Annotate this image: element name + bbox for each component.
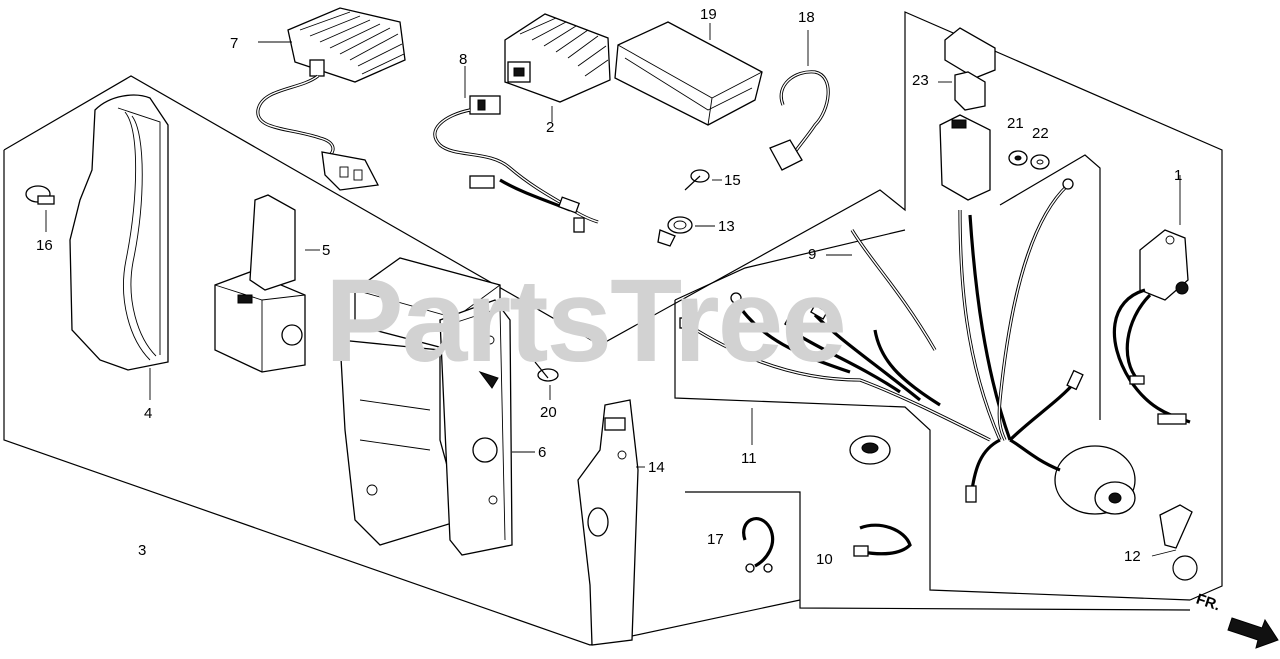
callout-1[interactable]: 1 [1174, 167, 1183, 184]
callout-9[interactable]: 9 [808, 246, 817, 263]
key-switch [1009, 438, 1136, 515]
front-direction-arrow [1227, 617, 1279, 649]
callout-4[interactable]: 4 [144, 405, 153, 422]
switch-part-1 [1112, 175, 1191, 425]
callout-8[interactable]: 8 [459, 51, 468, 68]
plate-part-6 [439, 299, 535, 556]
callout-19[interactable]: 19 [700, 6, 717, 23]
callout-12[interactable]: 12 [1124, 548, 1141, 565]
group-outline-main [3, 11, 1223, 646]
callout-22[interactable]: 22 [1032, 125, 1049, 142]
callout-17[interactable]: 17 [707, 531, 724, 548]
callout-13[interactable]: 13 [718, 218, 735, 235]
callout-3[interactable]: 3 [138, 542, 147, 559]
callout-2[interactable]: 2 [546, 119, 555, 136]
callout-21[interactable]: 21 [1007, 115, 1024, 132]
cover-part-4 [69, 94, 169, 400]
pad-part-19 [614, 21, 763, 126]
bolt-part-15 [684, 169, 722, 191]
callout-11[interactable]: 11 [741, 450, 757, 467]
band-part-18 [769, 30, 830, 171]
connector-part-8 [433, 66, 599, 233]
callout-20[interactable]: 20 [540, 404, 557, 421]
clamp-part-13 [657, 216, 715, 247]
callout-18[interactable]: 18 [798, 9, 815, 26]
wire-part-9 [826, 229, 937, 351]
clip-part-10 [853, 523, 912, 557]
regulator-part-2 [504, 13, 611, 122]
callout-10[interactable]: 10 [816, 551, 833, 568]
callout-16[interactable]: 16 [36, 237, 53, 254]
screw-part-16 [25, 185, 55, 232]
nut-part-21 [1008, 150, 1028, 166]
regulator-part-7 [256, 7, 406, 191]
bracket-part-5 [214, 194, 320, 373]
callout-6[interactable]: 6 [538, 444, 547, 461]
fuse-holder-part-23 [938, 27, 996, 201]
callout-23[interactable]: 23 [912, 72, 929, 89]
grommet [849, 435, 891, 465]
screw-part-20 [534, 361, 559, 400]
callout-7[interactable]: 7 [230, 35, 239, 52]
plate-part-14 [577, 399, 645, 646]
harness-part-11 [679, 178, 1084, 503]
clip-part-17 [742, 517, 775, 573]
callout-5[interactable]: 5 [322, 242, 331, 259]
callout-15[interactable]: 15 [724, 172, 741, 189]
washer-part-22 [1030, 154, 1050, 170]
callout-14[interactable]: 14 [648, 459, 665, 476]
key-part-12 [1151, 504, 1198, 581]
